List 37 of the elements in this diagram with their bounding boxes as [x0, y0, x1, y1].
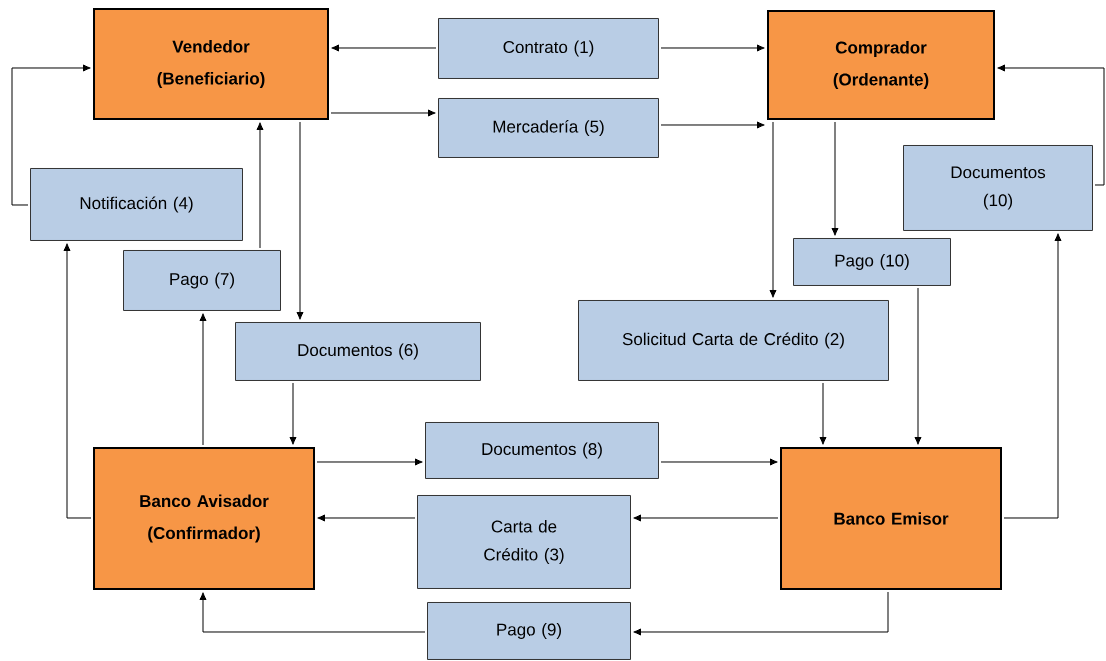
document-box: Carta de Crédito (3)	[417, 495, 631, 589]
arrow	[660, 121, 765, 129]
arrow	[997, 64, 1105, 186]
document-box: Documentos (10)	[903, 145, 1093, 231]
arrow	[256, 122, 264, 249]
arrow	[199, 313, 207, 446]
arrow	[819, 382, 827, 445]
party-box: Vendedor (Beneficiario)	[93, 8, 329, 120]
document-box: Solicitud Carta de Crédito (2)	[578, 300, 889, 381]
arrow	[831, 121, 839, 236]
document-box: Pago (10)	[793, 238, 951, 286]
arrow	[316, 458, 423, 466]
document-box: Contrato (1)	[438, 18, 659, 79]
party-box: Banco Avisador (Confirmador)	[93, 447, 315, 590]
arrow	[769, 121, 777, 298]
party-box: Comprador (Ordenante)	[767, 10, 995, 120]
arrow	[660, 44, 765, 52]
arrow	[660, 458, 778, 466]
party-box: Banco Emisor	[780, 447, 1002, 590]
document-box: Pago (7)	[123, 250, 281, 311]
arrow	[199, 592, 426, 633]
arrow	[1003, 233, 1062, 519]
arrow	[296, 121, 304, 320]
document-box: Documentos (6)	[235, 322, 481, 381]
arrow	[289, 382, 297, 445]
arrow	[317, 514, 416, 522]
document-box: Pago (9)	[427, 602, 631, 660]
document-box: Documentos (8)	[425, 422, 659, 479]
arrow	[633, 514, 779, 522]
document-box: Notificación (4)	[30, 168, 243, 241]
document-box: Mercadería (5)	[438, 98, 659, 158]
arrow	[11, 64, 91, 206]
arrow	[63, 243, 92, 519]
arrow	[330, 109, 436, 117]
arrow	[914, 287, 922, 445]
arrow	[633, 591, 889, 636]
arrow	[331, 44, 437, 52]
